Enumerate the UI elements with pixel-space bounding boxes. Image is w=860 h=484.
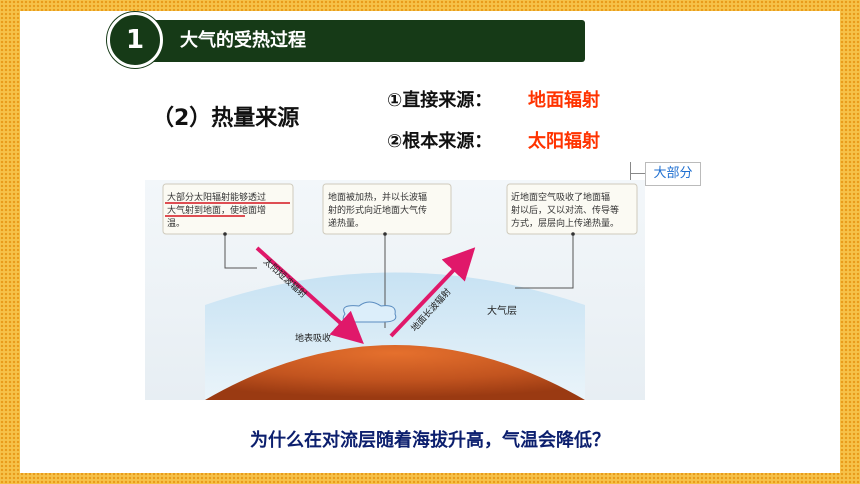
ground-info-line-2: 射的形式向近地面大气传 xyxy=(328,204,427,216)
section-title-bar xyxy=(128,20,585,62)
root-source-label: ②根本来源： xyxy=(387,131,493,152)
ground-longwave-arrow xyxy=(389,247,476,338)
atmosphere-heating-diagram: 大部分太阳辐射能够透过 大气射到地面，使地面增 温。 地面被加热，并以长波辐 射… xyxy=(145,180,645,400)
solar-info-line-3: 温。 xyxy=(167,218,185,229)
surface-absorption-label: 地表吸收 xyxy=(295,332,331,344)
ground-info-line-3: 递热量。 xyxy=(328,217,364,229)
ground-info-box xyxy=(322,183,452,235)
solar-leader-line xyxy=(224,234,257,269)
air-leader-line xyxy=(515,234,574,289)
callout-leader xyxy=(630,173,645,174)
atmosphere-label: 大气层 xyxy=(487,304,517,317)
direct-source-label: ①直接来源： xyxy=(387,90,493,111)
air-info-line-1: 近地面空气吸收了地面辐 xyxy=(511,191,610,203)
solar-shortwave-arrow xyxy=(255,246,364,345)
section-number-badge: 1 xyxy=(107,12,163,68)
solar-info-box xyxy=(162,183,294,235)
majority-callout: 大部分 xyxy=(645,162,701,186)
solar-info-line-1: 大部分太阳辐射能够透过 xyxy=(167,191,266,203)
discussion-question: 为什么在对流层随着海拔升高，气温会降低？ xyxy=(250,430,610,451)
solar-info-line-2: 大气射到地面，使地面增 xyxy=(167,204,266,216)
direct-source-value: 地面辐射 xyxy=(528,90,600,111)
air-info-line-3: 方式，层层向上传递热量。 xyxy=(511,217,619,229)
root-source-value: 太阳辐射 xyxy=(528,131,600,152)
earth-surface xyxy=(205,345,585,400)
ground-info-line-1: 地面被加热，并以长波辐 xyxy=(328,191,427,203)
section-title: 大气的受热过程 xyxy=(180,30,306,51)
air-info-line-2: 射以后，又以对流、传导等 xyxy=(511,204,619,216)
heat-source-heading: （2）热量来源 xyxy=(152,106,300,131)
